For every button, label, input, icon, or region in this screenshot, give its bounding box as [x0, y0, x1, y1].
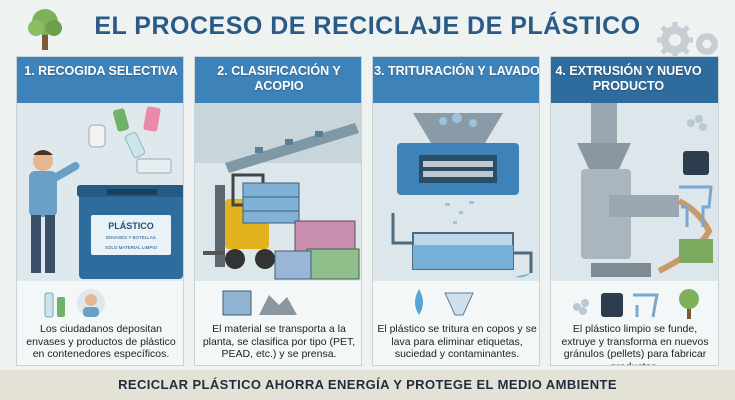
page-title: EL PROCESO DE RECICLAJE DE PLÁSTICO — [94, 12, 641, 40]
sorting-icons — [222, 290, 297, 316]
bin-sublabel: ENVASES Y BOTELLAS — [106, 235, 156, 240]
water-drop-icon — [415, 289, 423, 315]
footer-message: RECICLAR PLÁSTICO AHORRA ENERGÍA Y PROTE… — [0, 370, 735, 400]
step-collection-panel: 1. RECOGIDA SELECTIVA PLÁSTICO ENVASES Y… — [16, 56, 184, 366]
tree-icon — [679, 289, 699, 319]
collection-icons — [44, 289, 105, 318]
step-sorting-description: El material se transporta a la planta, s… — [202, 323, 356, 360]
bin-sublabel-2: SOLO MATERIAL LIMPIO — [105, 245, 158, 250]
bottles-icon — [44, 292, 65, 318]
chair-icon — [633, 293, 659, 318]
step-shredding-description: El plástico se tritura en copos y se lav… — [377, 323, 537, 360]
shredding-icons — [415, 289, 474, 316]
bale-icon — [222, 290, 252, 316]
collection-illustration: PLÁSTICO ENVASES Y BOTELLAS SOLO MATERIA… — [17, 103, 183, 281]
step-collection-description: Los ciudadanos depositan envases y produ… — [26, 323, 176, 360]
process-steps: 1. RECOGIDA SELECTIVA PLÁSTICO ENVASES Y… — [16, 56, 719, 366]
whirlpool-icon — [444, 292, 474, 316]
pellets-icon — [573, 299, 589, 315]
bin-label: PLÁSTICO — [108, 221, 154, 231]
spool-icon — [601, 293, 623, 317]
step-sorting-title: 2. CLASIFICACIÓN Y ACOPIO — [195, 57, 361, 103]
step-shredding-panel: 3. TRITURACIÓN Y LAVADO El plástico se t… — [372, 56, 540, 366]
scrap-pile-icon — [259, 295, 297, 315]
extrusion-icons — [573, 289, 699, 319]
sorting-illustration — [195, 103, 361, 281]
gears-icon — [657, 22, 718, 58]
step-sorting-panel: 2. CLASIFICACIÓN Y ACOPIO El — [194, 56, 362, 366]
step-collection-title: 1. RECOGIDA SELECTIVA — [17, 57, 183, 103]
extrusion-illustration — [551, 103, 718, 281]
person-icon — [77, 289, 105, 317]
tree-icon — [28, 9, 62, 50]
step-extrusion-title: 4. EXTRUSIÓN Y NUEVO PRODUCTO — [551, 57, 718, 103]
step-shredding-title: 3. TRITURACIÓN Y LAVADO — [373, 57, 539, 103]
step-extrusion-description: El plástico limpio se funde, extruye y t… — [561, 323, 709, 365]
step-extrusion-panel: 4. EXTRUSIÓN Y NUEVO PRODUCTO El — [550, 56, 719, 366]
shredding-illustration — [373, 103, 539, 281]
